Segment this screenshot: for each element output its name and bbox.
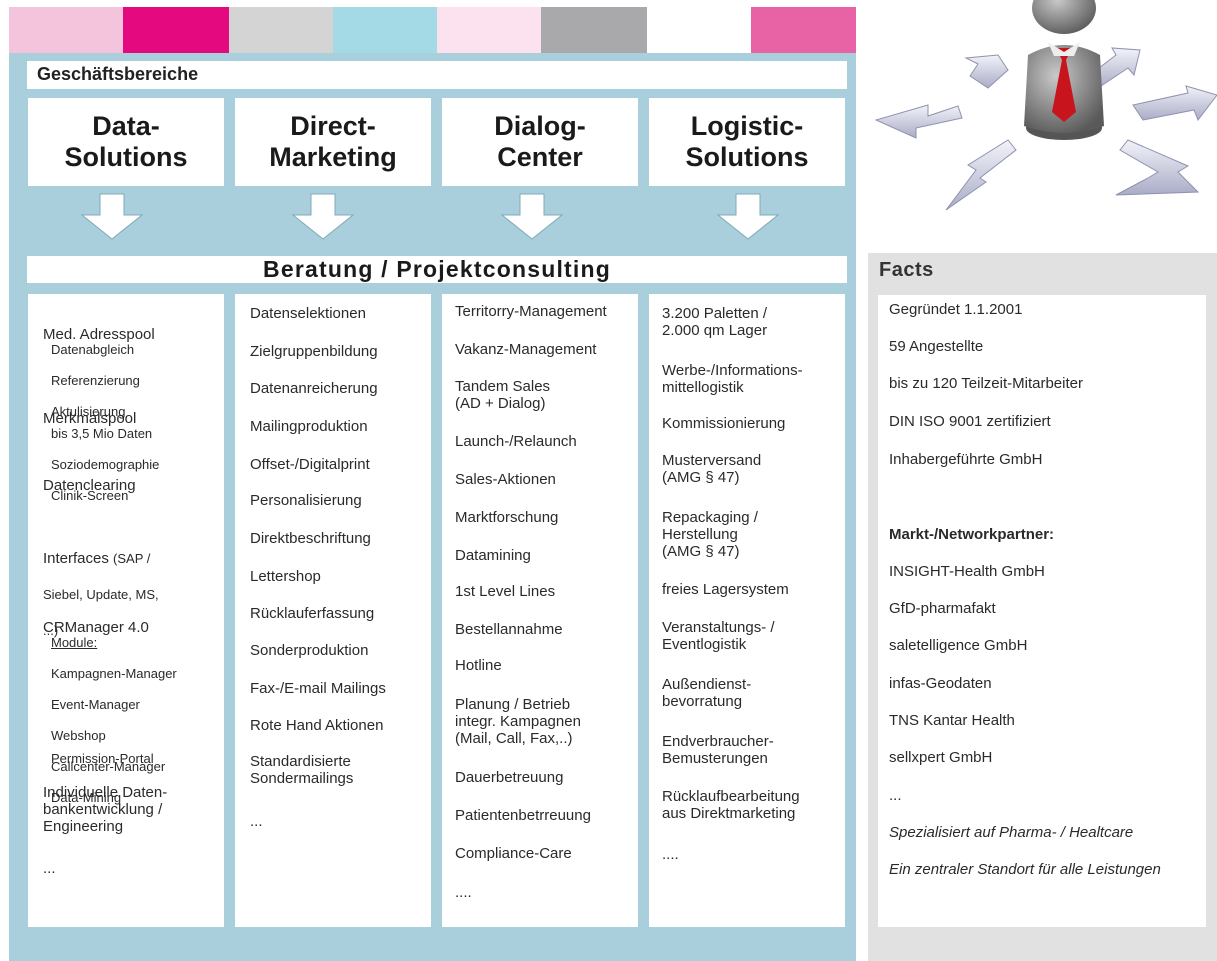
list-item: Planung / Betrieb integr. Kampagnen (Mai… [455, 696, 581, 747]
color-bar-7 [647, 7, 751, 53]
list-item: Rote Hand Aktionen [250, 717, 384, 734]
list-item: Außendienst- bevorratung [662, 676, 752, 710]
list-item: Werbe-/Informations- mittellogistik [662, 362, 803, 396]
division-logistic-solutions: Logistic- Solutions [649, 98, 845, 186]
color-bar-1 [9, 7, 123, 53]
list-item: Kommissionierung [662, 415, 786, 432]
partner-item: saletelligence GmbH [889, 637, 1028, 654]
list-item: Merkmalspool bis 3,5 Mio Daten Soziodemo… [43, 410, 160, 503]
color-bar-3 [229, 7, 333, 53]
list-item: Vakanz-Management [455, 341, 597, 358]
list-item: Med. Adresspool Datenabgleich Referenzie… [43, 326, 155, 419]
list-item: Repackaging / Herstellung (AMG § 47) [662, 509, 758, 560]
facts-list [878, 295, 1206, 927]
list-item: Patientenbetrreuung [455, 807, 591, 824]
list-item: Bestellannahme [455, 621, 563, 638]
partner-item: TNS Kantar Health [889, 712, 1015, 729]
list-item: Direktbeschriftung [250, 530, 371, 547]
section-header-title: Geschäftsbereiche [37, 64, 199, 84]
leader-figure-icon [874, 0, 1217, 211]
partner-item: GfD-pharmafakt [889, 600, 996, 617]
list-item: 3.200 Paletten / 2.000 qm Lager [662, 305, 768, 339]
fact-item: Gegründet 1.1.2001 [889, 301, 1023, 318]
list-item: Endverbraucher- Bemusterungen [662, 733, 774, 767]
list-item: .... [455, 884, 472, 901]
list-item: ... [43, 860, 56, 877]
partner-item: ... [889, 787, 902, 804]
list-item: Datenanreicherung [250, 380, 378, 397]
list-item: Datenselektionen [250, 305, 366, 322]
list-item: Sales-Aktionen [455, 471, 556, 488]
list-item: Standardisierte Sondermailings [250, 753, 354, 787]
list-item: CRManager 4.0 Module: Kampagnen-Manager … [43, 619, 177, 805]
note-item: Ein zentraler Standort für alle Leistung… [889, 861, 1161, 878]
list-item: Datamining [455, 547, 531, 564]
list-item: Individuelle Daten- bankentwicklung / En… [43, 784, 168, 835]
down-arrow-icon [291, 193, 355, 240]
list-item: Interfaces (SAP / Siebel, Update, MS, ..… [43, 550, 159, 638]
list-item: Dauerbetreuung [455, 769, 564, 786]
list-item: Datenclearing [43, 477, 136, 494]
consulting-band: Beratung / Projektconsulting [27, 256, 847, 283]
color-bar-6 [541, 7, 647, 53]
fact-item: bis zu 120 Teilzeit-Mitarbeiter [889, 375, 1083, 392]
partner-item: infas-Geodaten [889, 675, 992, 692]
division-data-solutions: Data- Solutions [28, 98, 224, 186]
fact-item: 59 Angestellte [889, 338, 984, 355]
color-bar-4 [333, 7, 437, 53]
list-item: Hotline [455, 657, 502, 674]
list-item: Fax-/E-mail Mailings [250, 680, 386, 697]
list-item: .... [662, 846, 679, 863]
column-dialog-center [442, 294, 638, 927]
list-item: Rücklauferfassung [250, 605, 375, 622]
section-header: Geschäftsbereiche [27, 61, 847, 89]
list-item: Veranstaltungs- / Eventlogistik [662, 619, 775, 653]
down-arrow-icon [500, 193, 564, 240]
list-item: Zielgruppenbildung [250, 343, 378, 360]
color-bar-5 [437, 7, 541, 53]
list-item: Lettershop [250, 568, 321, 585]
list-item: Sonderproduktion [250, 642, 369, 659]
list-item: Personalisierung [250, 492, 362, 509]
list-item: Musterversand (AMG § 47) [662, 452, 762, 486]
list-item: Marktforschung [455, 509, 559, 526]
partners-title: Markt-/Networkpartner: [889, 526, 1055, 543]
list-item: freies Lagersystem [662, 581, 789, 598]
list-item: Launch-/Relaunch [455, 433, 577, 450]
partner-item: INSIGHT-Health GmbH [889, 563, 1045, 580]
partner-item: sellxpert GmbH [889, 749, 993, 766]
division-dialog-center: Dialog- Center [442, 98, 638, 186]
list-item: Mailingproduktion [250, 418, 368, 435]
list-item: Tandem Sales (AD + Dialog) [455, 378, 551, 412]
list-item: Territorry-Management [455, 303, 607, 320]
facts-title: Facts [879, 259, 934, 281]
fact-item: DIN ISO 9001 zertifiziert [889, 413, 1051, 430]
list-item: Permission-Portal [51, 751, 154, 766]
color-bar-2 [123, 7, 229, 53]
down-arrow-icon [80, 193, 144, 240]
column-data-solutions [28, 294, 224, 927]
color-bar-8 [751, 7, 856, 53]
down-arrow-icon [716, 193, 780, 240]
column-direct-marketing [235, 294, 431, 927]
list-item: Offset-/Digitalprint [250, 456, 370, 473]
list-item: Rücklaufbearbeitung aus Direktmarketing [662, 788, 800, 822]
list-item: ... [250, 813, 263, 830]
division-direct-marketing: Direct- Marketing [235, 98, 431, 186]
note-item: Spezialisiert auf Pharma- / Healtcare [889, 824, 1134, 841]
list-item: Compliance-Care [455, 845, 572, 862]
list-item: 1st Level Lines [455, 583, 556, 600]
column-logistic-solutions [649, 294, 845, 927]
fact-item: Inhabergeführte GmbH [889, 451, 1043, 468]
